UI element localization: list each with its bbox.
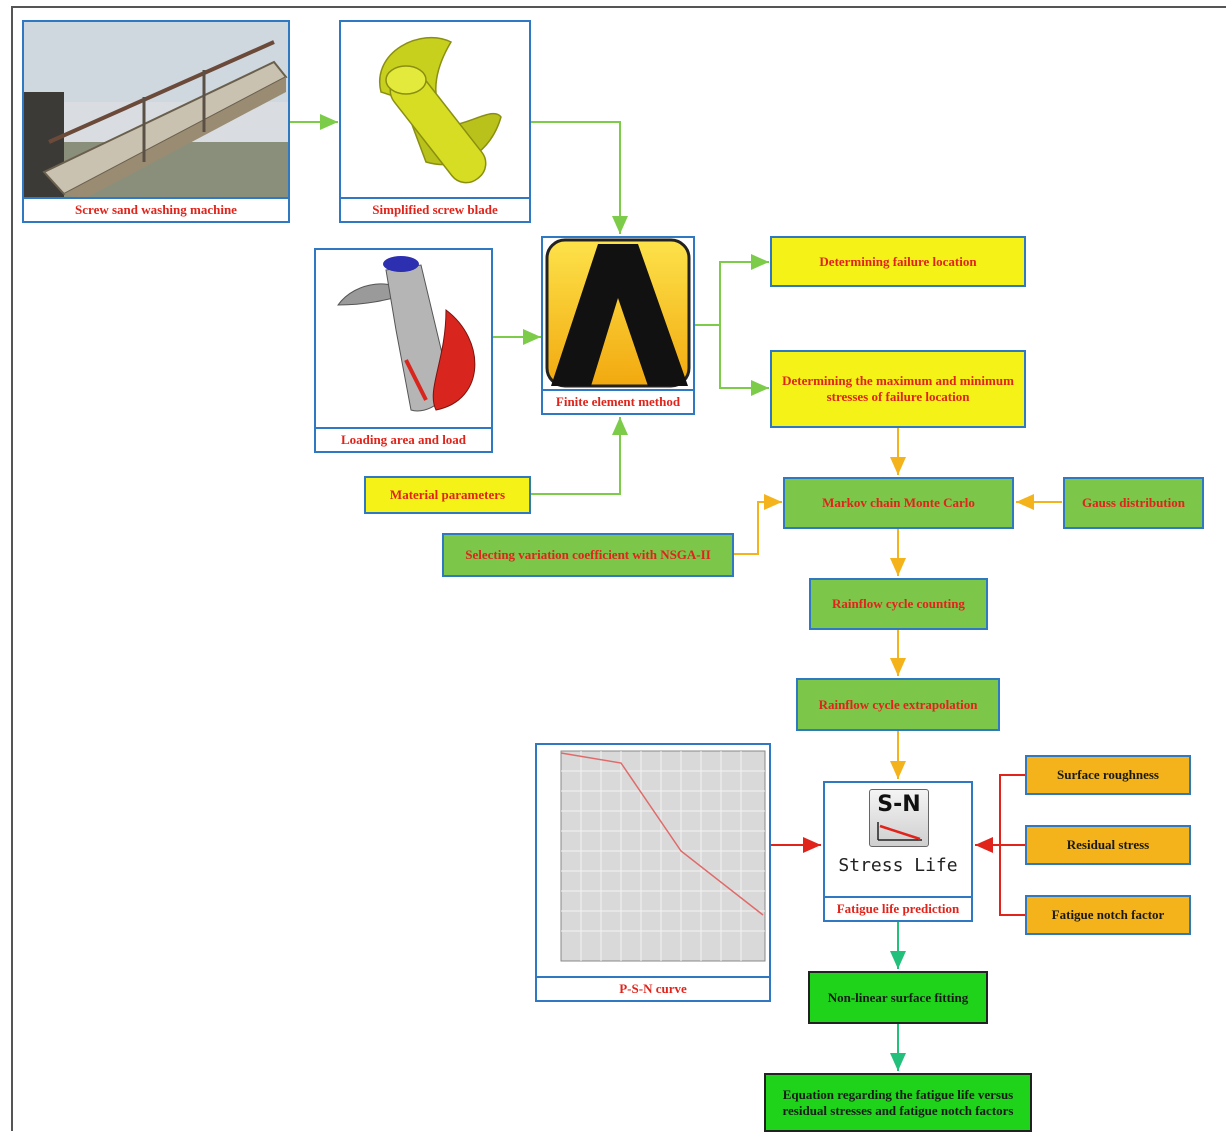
rainflow-extrapolation-box: Rainflow cycle extrapolation [796, 678, 1000, 731]
fatigue-notch-factor-box: Fatigue notch factor [1025, 895, 1191, 935]
sn-icon: S-N [869, 789, 929, 847]
max-min-stress-box: Determining the maximum and minimum stre… [770, 350, 1026, 428]
arrow-nsga-to-mcmc [734, 494, 782, 555]
fatigue-prediction-caption: Fatigue life prediction [825, 896, 971, 920]
loading-area-caption: Loading area and load [316, 427, 491, 451]
fem-software-logo [545, 238, 691, 388]
loading-area-panel: Loading area and load [314, 248, 493, 453]
nsga-box: Selecting variation coefficient with NSG… [442, 533, 734, 577]
psn-curve-plot [537, 745, 769, 978]
loading-area-image [337, 256, 476, 412]
arrow-factors-to-prediction [975, 774, 1025, 916]
simplified-blade-panel: Simplified screw blade [339, 20, 531, 223]
rainflow-counting-box: Rainflow cycle counting [809, 578, 988, 630]
stress-life-label: Stress Life [838, 855, 958, 876]
gauss-distribution-box: Gauss distribution [1063, 477, 1204, 529]
screw-machine-panel: Screw sand washing machine [22, 20, 290, 223]
screw-machine-photo [24, 22, 288, 199]
failure-location-box: Determining failure location [770, 236, 1026, 287]
material-parameters-box: Material parameters [364, 476, 531, 514]
mcmc-box: Markov chain Monte Carlo [783, 477, 1014, 529]
arrow-fem-to-stress [719, 325, 769, 396]
simplified-blade-caption: Simplified screw blade [341, 197, 529, 221]
equation-box: Equation regarding the fatigue life vers… [764, 1073, 1032, 1132]
surface-roughness-box: Surface roughness [1025, 755, 1191, 795]
psn-curve-caption: P-S-N curve [537, 976, 769, 1000]
figure-frame-left [11, 6, 13, 1131]
figure-frame-top [11, 6, 1226, 8]
fem-panel: Finite element method [541, 236, 695, 415]
screw-blade-image [378, 36, 502, 184]
fatigue-prediction-panel: S-N Stress Life Fatigue life prediction [823, 781, 973, 922]
nonlinear-fitting-box: Non-linear surface fitting [808, 971, 988, 1024]
arrow-fem-to-failure [695, 254, 769, 326]
arrow-material-to-fem [531, 417, 628, 495]
screw-machine-caption: Screw sand washing machine [24, 197, 288, 221]
residual-stress-box: Residual stress [1025, 825, 1191, 865]
psn-curve-panel: P-S-N curve [535, 743, 771, 1002]
sn-icon-graph [877, 822, 922, 841]
sn-icon-label: S-N [877, 792, 921, 817]
fem-caption: Finite element method [543, 389, 693, 413]
arrow-blade-to-fem [531, 121, 628, 234]
